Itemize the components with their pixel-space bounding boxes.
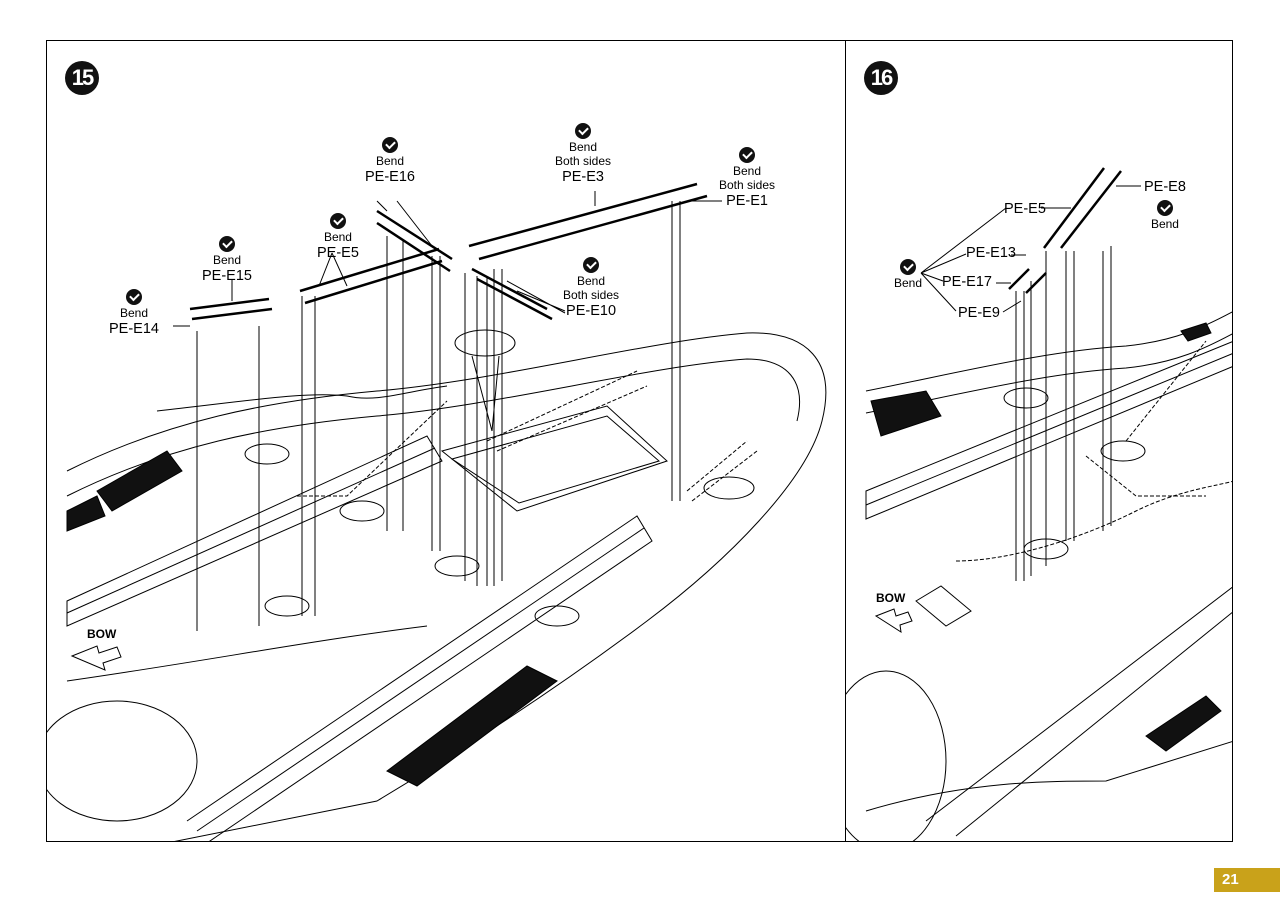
label-pe-e5: Bend PE-E5	[317, 213, 359, 261]
step-number: 16	[864, 61, 898, 95]
label-pe-e10: Bend Both sides PE-E10	[563, 257, 619, 319]
bow-label: BOW	[876, 591, 906, 605]
label-pe-e15: Bend PE-E15	[202, 236, 252, 284]
label-pe-e17: PE-E17	[942, 274, 992, 290]
bend-icon	[381, 137, 398, 153]
bend-icon	[1156, 199, 1173, 216]
step-16-panel: 16 PE-E5 PE-E8 Bend PE-E13 PE-E17 PE-E9 …	[845, 40, 1233, 842]
step-15-drawing	[47, 182, 827, 841]
group-bend-label: Bend	[894, 259, 922, 291]
label-pe-e9: PE-E9	[958, 305, 1000, 321]
label-pe-e16: Bend PE-E16	[365, 137, 415, 185]
bend-icon	[739, 147, 756, 163]
step-16-drawing	[846, 167, 1232, 841]
step-15-panel: 15 Bend PE-E14 Bend PE-E15 Bend PE-E5 Be…	[46, 40, 846, 842]
label-pe-e13: PE-E13	[966, 245, 1016, 261]
label-pe-e5: PE-E5	[1004, 201, 1046, 217]
bow-label: BOW	[87, 627, 117, 641]
label-pe-e8: PE-E8 Bend	[1144, 179, 1186, 231]
bend-icon	[583, 257, 600, 273]
label-pe-e1: Bend Both sides PE-E1	[719, 147, 775, 209]
bend-icon	[329, 213, 346, 229]
label-pe-e14: Bend PE-E14	[109, 289, 159, 337]
step-number: 15	[65, 61, 99, 95]
bend-icon	[575, 123, 592, 139]
label-pe-e3: Bend Both sides PE-E3	[555, 123, 611, 185]
bend-icon	[900, 259, 917, 275]
page-number: 21	[1214, 868, 1280, 892]
bend-icon	[218, 236, 235, 252]
bend-icon	[125, 289, 142, 305]
